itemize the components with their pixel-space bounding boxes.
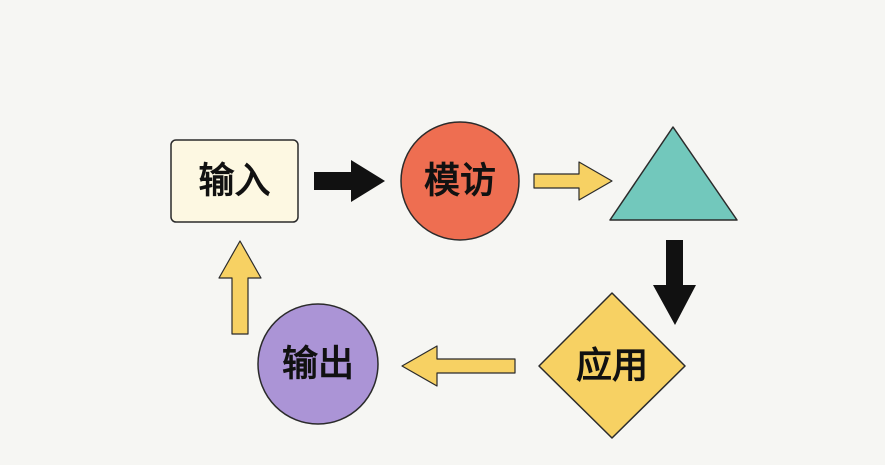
input-label: 输入: [198, 161, 270, 202]
output-label: 输出: [282, 344, 354, 385]
apply-diamond: [538, 292, 686, 439]
arrow-triangle-to-apply: [653, 240, 696, 325]
arrow-output-to-input: [218, 240, 262, 335]
apply-label: 应用: [576, 346, 648, 387]
node-apply: 应用: [538, 292, 686, 439]
node-triangle: [609, 126, 738, 221]
output-circle: [257, 303, 379, 425]
node-input: 输入: [170, 139, 299, 223]
input-box: [170, 139, 299, 223]
imitate-label: 模访: [424, 161, 496, 202]
node-output: 输出: [257, 303, 379, 425]
arrow-imitate-to-triangle: [533, 161, 613, 201]
triangle-shape: [609, 126, 738, 221]
imitate-circle: [400, 121, 520, 241]
arrow-apply-to-output: [401, 345, 516, 387]
arrow-input-to-imitate: [314, 160, 385, 202]
node-imitate: 模访: [400, 121, 520, 241]
